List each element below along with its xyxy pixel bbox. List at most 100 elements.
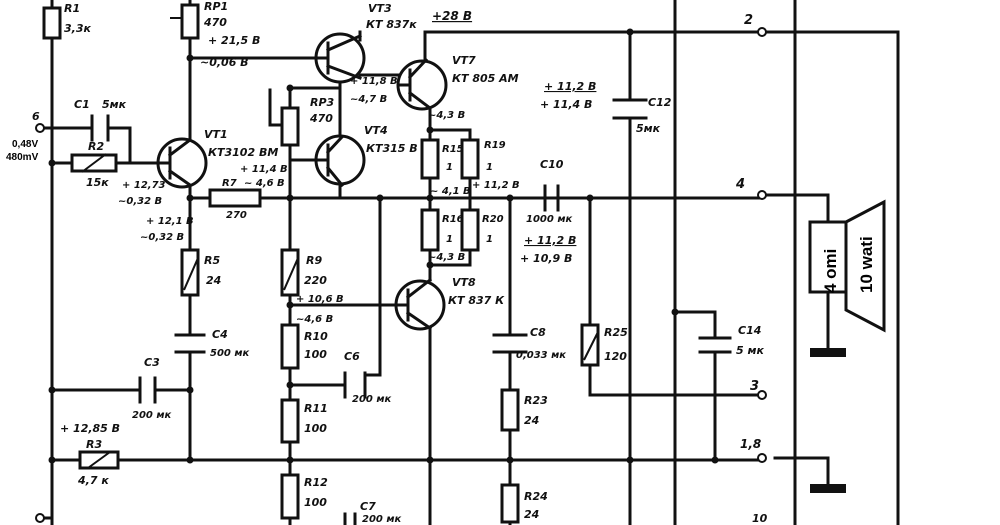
ground-icon xyxy=(810,348,846,357)
label-r25-value: 120 xyxy=(604,350,627,363)
ground-symbols xyxy=(810,348,846,493)
label-r15-name: R15 xyxy=(442,144,464,155)
label-r1-name: R1 xyxy=(64,2,80,15)
label-v-j: ~ 4,1 В xyxy=(430,186,471,197)
label-v-l: ~4,3 В xyxy=(428,252,465,263)
label-v-k: + 11,2 В xyxy=(472,180,520,191)
transistor-vt1 xyxy=(156,137,208,189)
label-vt1-type: КТ3102 ВМ xyxy=(208,146,278,159)
capacitor-c7 xyxy=(343,512,357,525)
label-v-e: + 11,4 В xyxy=(240,164,288,175)
capacitor-c8 xyxy=(492,333,528,354)
label-r15-value: 1 xyxy=(446,162,453,173)
label-r12-value: 100 xyxy=(304,496,327,509)
speaker-icon xyxy=(808,199,886,333)
label-r12-name: R12 xyxy=(304,476,328,489)
label-r19-value: 1 xyxy=(486,162,493,173)
label-speaker-impedance: 4 omi xyxy=(821,249,840,293)
label-c1-value: 5мк xyxy=(102,98,127,111)
label-speaker-power: 10 wati xyxy=(857,236,876,293)
capacitor-c4 xyxy=(174,333,206,354)
label-v-i: + 11,2 В xyxy=(544,80,596,93)
component-labels: R1 3,3к RP1 470 + 21,5 В ~0,06 В VT3 КТ … xyxy=(6,0,876,525)
label-c4-value: 500 мк xyxy=(210,348,250,359)
resistor-r19 xyxy=(460,138,480,180)
label-pin-10: 10 xyxy=(752,512,768,525)
resistor-r16 xyxy=(420,208,440,252)
label-r9-name: R9 xyxy=(306,254,322,267)
label-c12-name: C12 xyxy=(648,96,672,109)
label-r10-name: R10 xyxy=(304,330,328,343)
label-r23-value: 24 xyxy=(524,414,539,427)
label-r7-name: R7 xyxy=(222,178,237,189)
capacitor-c6 xyxy=(343,371,367,399)
label-v-b: + 11,8 В xyxy=(350,76,398,87)
label-c1-name: C1 xyxy=(74,98,90,111)
label-v-m: + 11,2 В xyxy=(524,234,576,247)
label-c10-value: 1000 мк xyxy=(526,214,572,225)
label-c7-name: C7 xyxy=(360,500,376,513)
label-v-c2: ~0,32 В xyxy=(118,196,162,207)
label-r9-value: 220 xyxy=(304,274,327,287)
resistor-r11 xyxy=(280,398,300,444)
label-c14-value: 5 мк xyxy=(736,344,764,357)
label-vt7-name: VT7 xyxy=(452,54,476,67)
label-pin-3: 3 xyxy=(750,379,759,394)
label-v-b2: ~4,7 В xyxy=(350,94,387,105)
transistors xyxy=(156,32,448,331)
resistor-r10 xyxy=(280,323,300,370)
label-v-i2: + 11,4 В xyxy=(540,98,592,111)
transistor-vt3 xyxy=(314,32,366,84)
resistor-r7 xyxy=(208,188,262,208)
label-pin-4: 4 xyxy=(735,177,745,192)
label-input-millivolts: 480mV xyxy=(6,152,39,163)
label-v-f: + 10,6 В xyxy=(296,294,344,305)
resistor-r24 xyxy=(500,483,520,524)
label-v-a2: ~0,06 В xyxy=(200,56,249,69)
label-vt4-type: КТ315 В xyxy=(366,142,418,155)
resistor-r15 xyxy=(420,138,440,180)
label-r20-value: 1 xyxy=(486,234,493,245)
label-c7-value: 200 мк xyxy=(362,514,402,525)
label-r16-name: R16 xyxy=(442,214,464,225)
label-vt8-name: VT8 xyxy=(452,276,476,289)
resistor-rp3 xyxy=(280,106,300,147)
capacitors xyxy=(90,98,732,525)
label-r2-name: R2 xyxy=(88,140,104,153)
label-v-h: ~4,3 В xyxy=(428,110,465,121)
label-vt1-name: VT1 xyxy=(204,128,228,141)
label-vt3-type: КТ 837к xyxy=(366,18,417,31)
label-c12-value: 5мк xyxy=(636,122,661,135)
junction-dots xyxy=(48,28,719,464)
capacitor-c1 xyxy=(90,114,110,142)
resistor-r23 xyxy=(500,388,520,432)
label-c8-value: 0,033 мк xyxy=(516,350,566,361)
resistor-rp1 xyxy=(180,3,200,40)
label-v-c: + 12,73 xyxy=(122,180,166,191)
label-v-f2: ~4,6 В xyxy=(296,314,333,325)
label-r3-value: 4,7 к xyxy=(77,474,109,487)
label-r11-value: 100 xyxy=(304,422,327,435)
label-r11-name: R11 xyxy=(304,402,328,415)
terminals xyxy=(35,27,767,523)
transistor-vt4 xyxy=(314,134,366,188)
label-r1-value: 3,3к xyxy=(64,22,91,35)
label-input-voltage: 0,48V xyxy=(12,139,38,150)
label-r7-value: 270 xyxy=(226,210,247,221)
label-c6-value: 200 мк xyxy=(352,394,392,405)
label-pin-1: 1,8 xyxy=(740,437,761,451)
label-v-d: + 12,1 В xyxy=(146,216,194,227)
label-r2-value: 15к xyxy=(86,176,109,189)
label-v-g: + 12,85 В xyxy=(60,422,120,435)
label-r10-value: 100 xyxy=(304,348,327,361)
label-r25-name: R25 xyxy=(604,326,628,339)
label-r16-value: 1 xyxy=(446,234,453,245)
resistor-r20 xyxy=(460,208,480,252)
label-r3-name: R3 xyxy=(86,438,102,451)
capacitor-c12 xyxy=(612,98,648,120)
label-input-pin: 6 xyxy=(32,110,40,123)
label-rp3-value: 470 xyxy=(309,112,333,125)
resistor-r1 xyxy=(42,6,62,40)
